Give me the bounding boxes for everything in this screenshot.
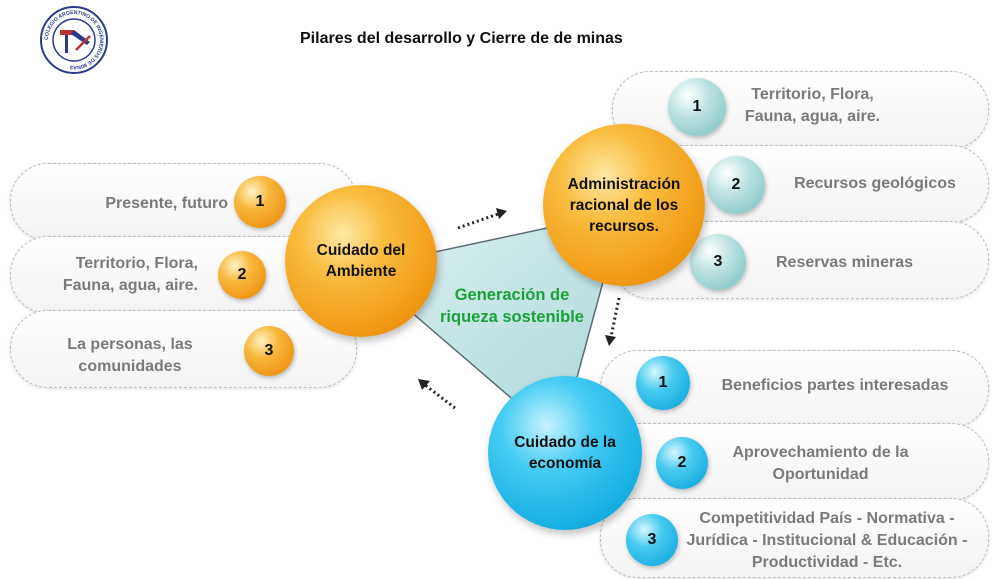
right-bottom-item-3-text: Competitividad País - Normativa - Jurídi… [686,510,968,571]
right-top-item-2-number: 2 [707,156,765,214]
pillar-administracion-recursos-label: Administración racional de los recursos. [567,175,681,235]
arrowhead-left [418,379,430,390]
arrow-top [457,212,499,230]
left-item-1-text: Presente, futuro [105,195,228,212]
right-bottom-item-2-number: 2 [656,437,708,489]
pill-left-3 [10,310,357,388]
right-top-item-3-text: Reservas mineras [776,254,913,271]
logo-emblem: COLEGIO ARGENTINO DE INGENIEROS DE MINAS [40,6,108,74]
pillar-administracion-recursos: Administración racional de los recursos. [543,124,705,286]
left-item-3-text: La personas, las comunidades [67,336,193,375]
pill-right-bottom-2 [600,423,989,501]
pillar-cuidado-economia: Cuidado de la economía [488,376,642,530]
left-item-3-number: 3 [244,326,294,376]
right-top-item-3-number: 3 [690,234,746,290]
center-label: Generación de riqueza sostenible [440,286,584,326]
right-top-item-1-number: 1 [668,78,726,136]
left-item-1-number: 1 [234,176,286,228]
page-title: Pilares del desarrollo y Cierre de de mi… [300,30,623,47]
left-item-2-number: 2 [218,251,266,299]
right-top-item-1-text: Territorio, Flora, Fauna, agua, aire. [744,86,881,125]
arrowhead-right [605,335,616,346]
pillar-cuidado-ambiente: Cuidado del Ambiente [285,185,437,337]
arrow-left [424,383,456,410]
arrow-right [609,297,621,338]
left-item-2-text: Territorio, Flora, Fauna, agua, aire. [62,255,198,294]
right-bottom-item-1-text: Beneficios partes interesadas [721,377,949,394]
pillar-cuidado-economia-label: Cuidado de la economía [514,434,616,472]
right-top-item-2-text: Recursos geológicos [794,175,956,192]
pillar-cuidado-ambiente-label: Cuidado del Ambiente [316,242,406,280]
arrowhead-top [496,208,507,219]
right-bottom-item-2-text: Aprovechamiento de la Oportunidad [732,444,909,483]
right-bottom-item-1-number: 1 [636,356,690,410]
right-bottom-item-3-number: 3 [626,514,678,566]
